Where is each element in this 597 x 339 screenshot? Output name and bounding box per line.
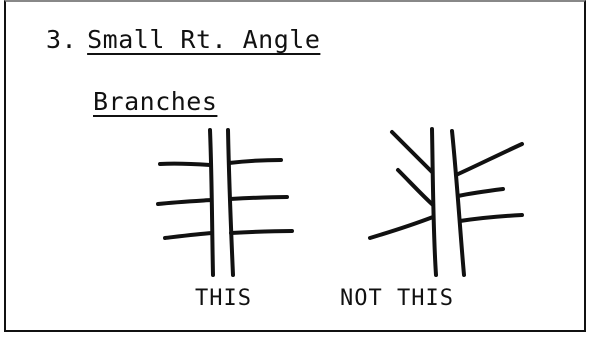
good-example-caption: THIS [195, 286, 252, 311]
branch-left-bottom [163, 231, 214, 240]
branch-right-bottom [229, 229, 294, 235]
bad-example-caption: NOT THIS [340, 286, 454, 311]
branch-left-middle [396, 168, 435, 207]
branch-left-top [158, 161, 212, 167]
good-branching-diagram [156, 128, 294, 277]
branch-right-bottom [458, 213, 524, 223]
branch-right-top [454, 142, 524, 177]
section-subtitle: Branches [93, 87, 218, 116]
trunk-right [450, 129, 466, 277]
branch-left-bottom [368, 215, 435, 240]
section-heading: 3. Small Rt. Angle [46, 25, 320, 54]
section-number: 3. [46, 25, 78, 54]
branch-left-middle [156, 198, 213, 206]
branch-right-middle [456, 187, 505, 198]
bad-branching-diagram [368, 127, 524, 277]
card-frame [4, 0, 586, 332]
branch-left-top [390, 130, 434, 174]
trunk-left [208, 128, 215, 277]
branch-right-top [227, 158, 283, 165]
section-title: Small Rt. Angle [87, 25, 321, 54]
trunk-right [226, 128, 235, 277]
branch-right-middle [228, 195, 289, 201]
